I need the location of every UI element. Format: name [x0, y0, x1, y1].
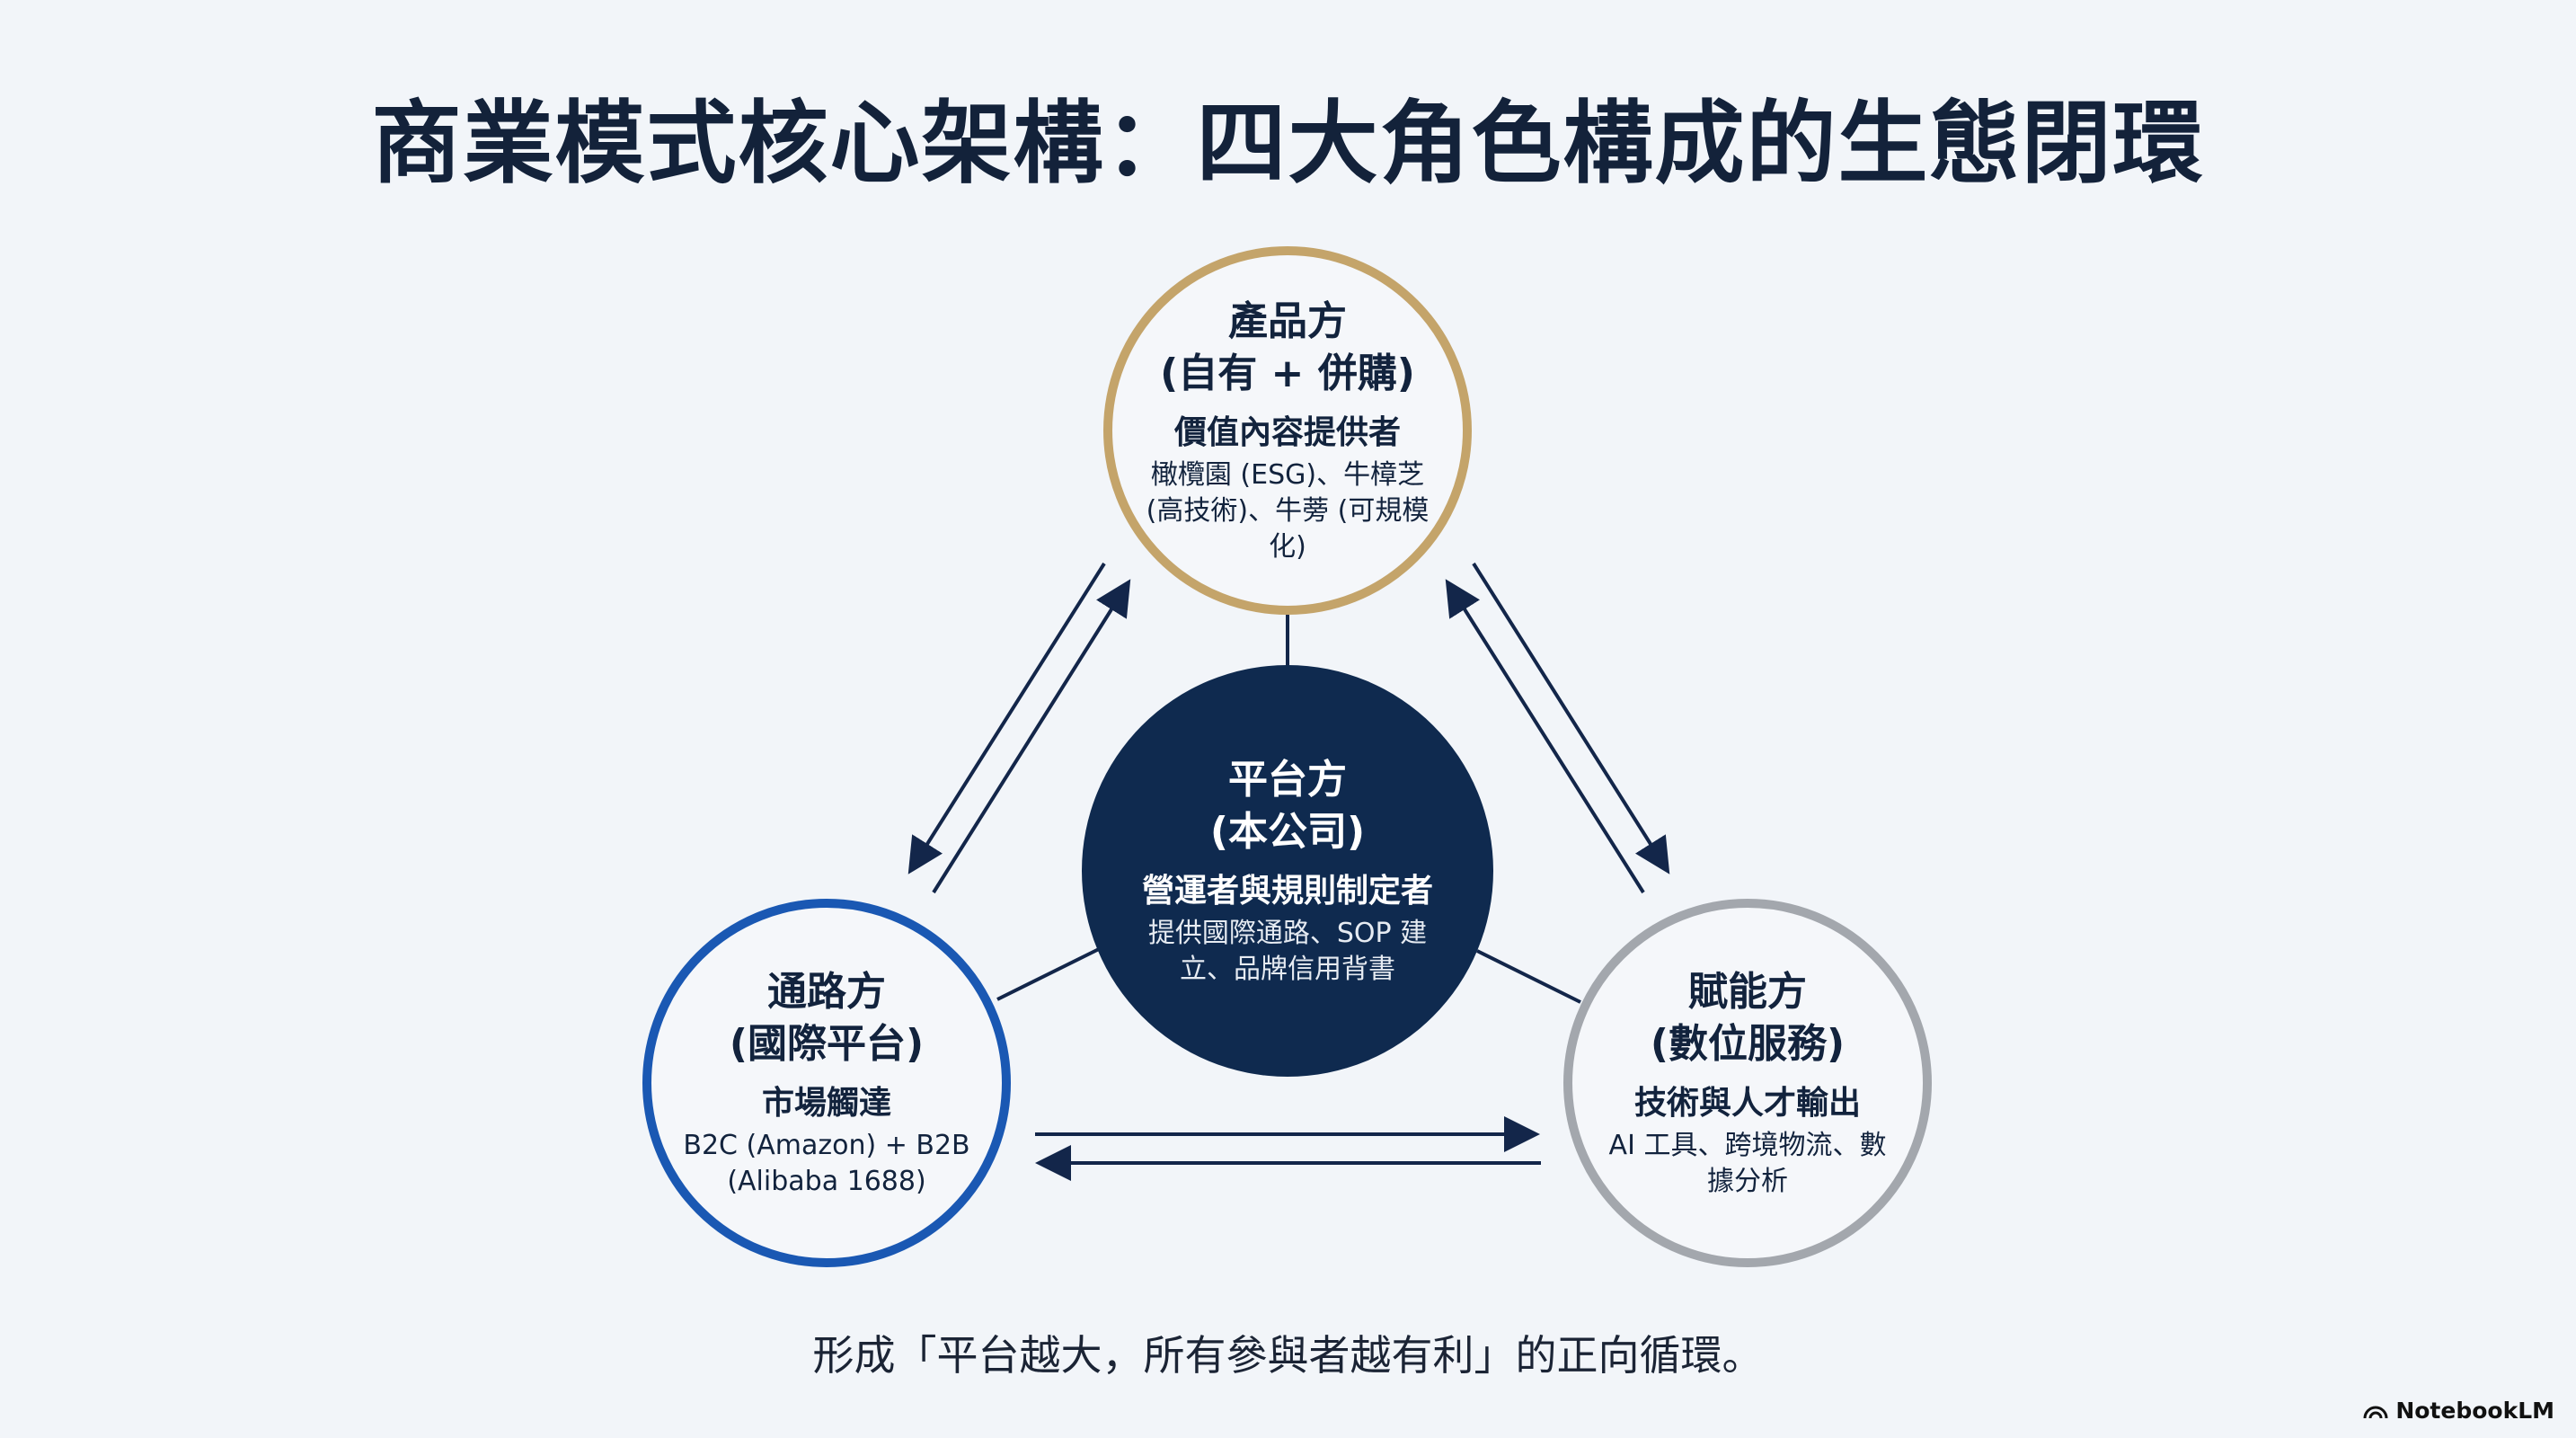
node-platform: 平台方 (本公司) 營運者與規則制定者 提供國際通路、SOP 建立、品牌信用背書	[1082, 665, 1493, 1077]
node-role: 營運者與規則制定者	[1141, 873, 1433, 910]
node-enabler: 賦能方 (數位服務) 技術與人才輸出 AI 工具、跨境物流、數據分析	[1563, 899, 1932, 1267]
node-role: 價值內容提供者	[1173, 414, 1401, 451]
node-subtitle: (本公司)	[1209, 809, 1366, 855]
node-role: 技術與人才輸出	[1633, 1085, 1861, 1122]
arrow-product-to-channel	[907, 562, 1106, 874]
node-subtitle: (自有 + 併購)	[1160, 351, 1415, 396]
node-subtitle: (國際平台)	[729, 1021, 925, 1067]
node-role: 市場觸達	[761, 1085, 891, 1122]
node-name: 平台方	[1228, 757, 1347, 803]
node-name: 通路方	[767, 969, 886, 1015]
node-product: 產品方 (自有 + 併購) 價值內容提供者 橄欖園 (ESG)、牛樟芝 (高技術…	[1103, 246, 1472, 615]
node-detail: B2C (Amazon) + B2B (Alibaba 1688)	[683, 1130, 970, 1197]
footer-caption: 形成「平台越大，所有參與者越有利」的正向循環。	[812, 1331, 1764, 1380]
page-title: 商業模式核心架構：四大角色構成的生態閉環	[371, 91, 2205, 196]
brand-watermark: NotebookLM	[2363, 1398, 2554, 1424]
arrow-product-to-enabler	[1472, 562, 1670, 874]
node-detail: AI 工具、跨境物流、數據分析	[1608, 1130, 1887, 1197]
node-name: 賦能方	[1688, 969, 1807, 1015]
arrow-enabler-to-product	[1445, 579, 1645, 894]
connector-left	[996, 947, 1100, 1001]
node-detail: 橄欖園 (ESG)、牛樟芝 (高技術)、牛蒡 (可規模化)	[1146, 459, 1430, 563]
brand-name: NotebookLM	[2395, 1398, 2554, 1424]
node-channel: 通路方 (國際平台) 市場觸達 B2C (Amazon) + B2B (Alib…	[642, 899, 1011, 1267]
connector-right	[1476, 949, 1581, 1004]
node-subtitle: (數位服務)	[1650, 1021, 1846, 1067]
node-name: 產品方	[1228, 298, 1347, 344]
notebooklm-logo-icon	[2363, 1406, 2388, 1418]
node-detail: 提供國際通路、SOP 建立、品牌信用背書	[1147, 918, 1428, 985]
arrow-channel-to-product	[932, 579, 1131, 894]
